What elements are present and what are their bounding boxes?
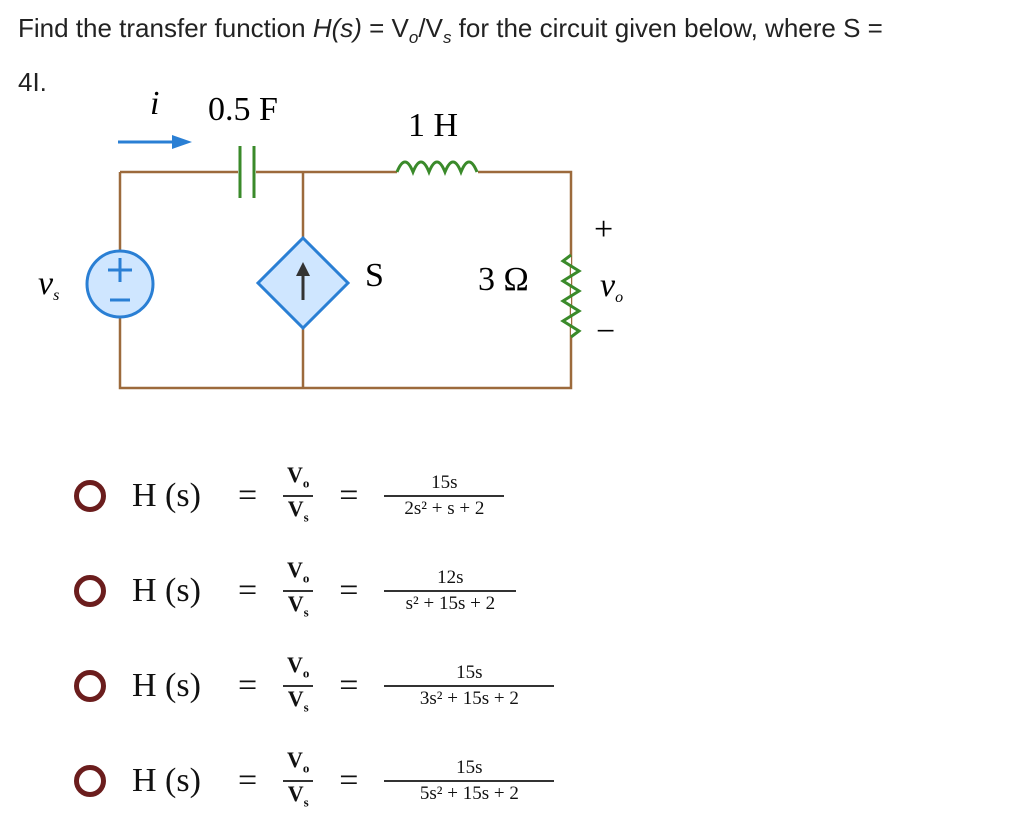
svg-text:vo: vo: [600, 267, 623, 306]
svg-text:i: i: [150, 85, 159, 122]
radio-button[interactable]: [74, 670, 106, 702]
svg-text:+: +: [594, 211, 613, 248]
resistor: [560, 253, 582, 339]
current-arrow: [118, 135, 192, 149]
voltage-source: [85, 249, 155, 319]
svg-text:S: S: [365, 257, 384, 294]
svg-text:3 Ω: 3 Ω: [478, 261, 529, 298]
inductor: [395, 160, 479, 177]
svg-text:−: −: [596, 313, 615, 350]
radio-button[interactable]: [74, 765, 106, 797]
radio-button[interactable]: [74, 575, 106, 607]
circuit-diagram: i 0.5 F 1 H vs S 3 Ω + − vo: [38, 85, 623, 390]
svg-text:0.5 F: 0.5 F: [208, 91, 278, 128]
question-text: Find the transfer function H(s) = Vo/Vs …: [18, 13, 883, 97]
dependent-current-source: [255, 235, 351, 331]
svg-text:1 H: 1 H: [408, 107, 458, 144]
svg-text:vs: vs: [38, 265, 59, 304]
radio-button[interactable]: [74, 480, 106, 512]
capacitor: [238, 146, 256, 198]
